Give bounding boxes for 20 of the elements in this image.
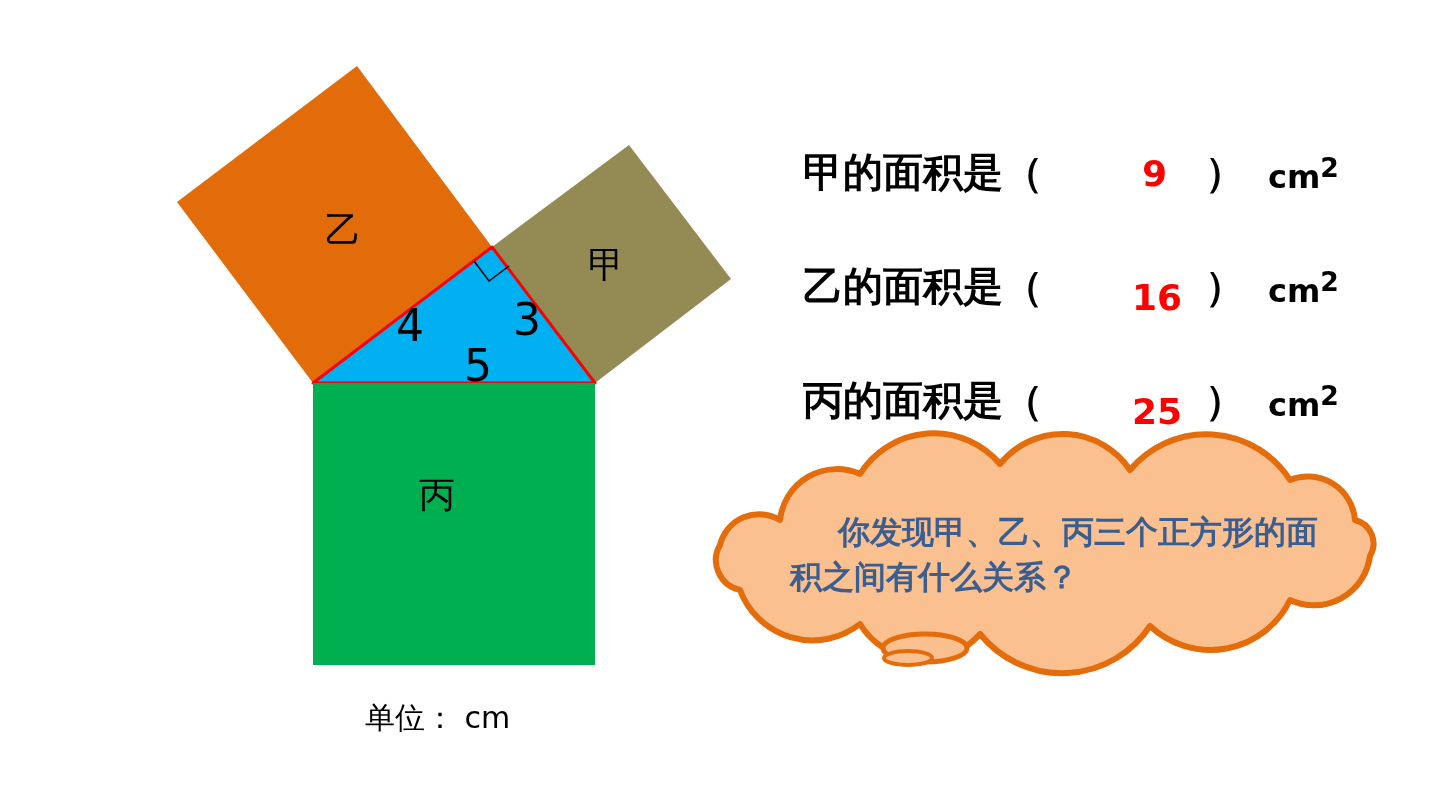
unit-note: 单位： cm: [365, 703, 511, 733]
question-text: 你发现甲、乙、丙三个正方形的面积之间有什么关系？: [790, 512, 1319, 598]
question-text: 丙的面积是（: [803, 380, 1043, 420]
answer-value: 16: [1132, 280, 1183, 316]
side-length: 5: [464, 344, 492, 388]
question-text: 甲的面积是（: [803, 152, 1043, 192]
bracket-text: ）: [1205, 266, 1245, 306]
side-length: 3: [513, 298, 541, 342]
square-label: 乙: [325, 212, 361, 248]
square-label: 丙: [419, 477, 455, 513]
square-label: 甲: [588, 247, 624, 283]
unit-text: cm$^{2}$: [1268, 268, 1339, 308]
answer-value: 25: [1132, 394, 1183, 430]
unit-text: cm$^{2}$: [1268, 154, 1339, 194]
bracket-text: ）: [1205, 152, 1245, 192]
question-text: 乙的面积是（: [803, 266, 1043, 306]
answer-value: 9: [1142, 156, 1168, 192]
side-length: 4: [396, 304, 424, 348]
unit-text: cm$^{2}$: [1268, 382, 1339, 422]
bracket-text: ）: [1205, 380, 1245, 420]
